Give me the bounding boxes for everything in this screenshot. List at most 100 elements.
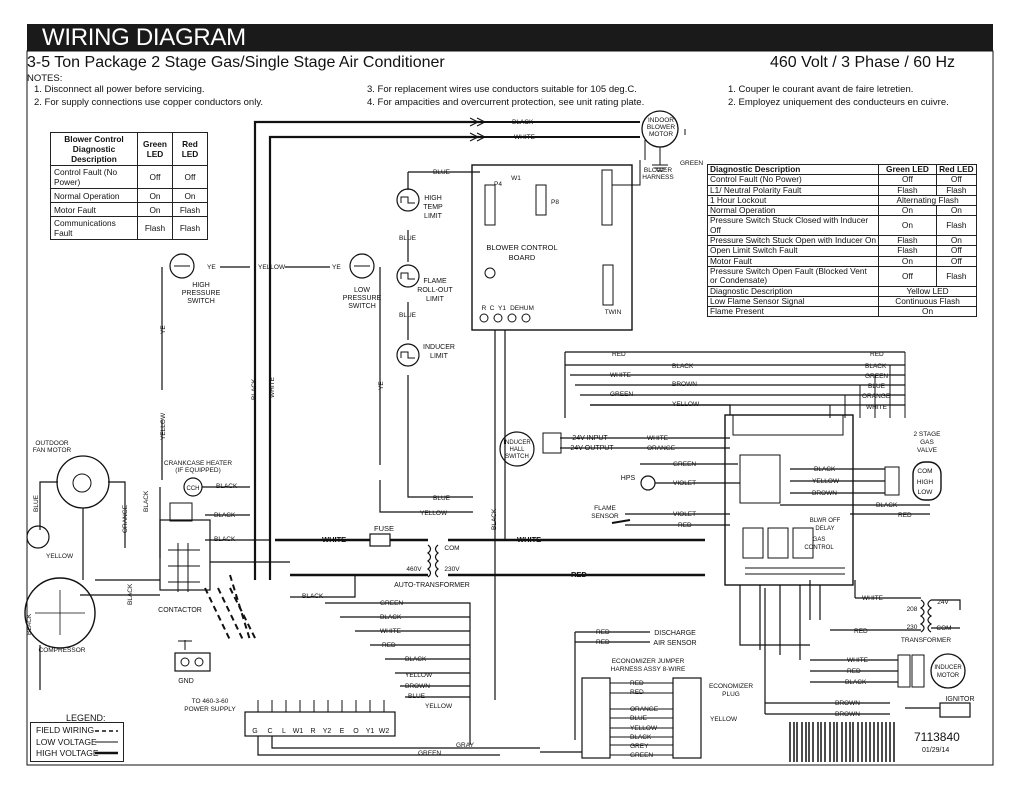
wire-label: YELLOW bbox=[630, 725, 658, 732]
hps-label: HPS bbox=[621, 475, 636, 482]
inducer-hall-switch-symbol bbox=[499, 431, 535, 467]
table-row: Pressure Switch Stuck Open with Inducer … bbox=[706, 235, 978, 247]
wire-label: YELLOW bbox=[812, 478, 840, 485]
wire-label: RED bbox=[596, 639, 610, 646]
label: COM bbox=[917, 468, 932, 475]
inducer-motor-symbol bbox=[930, 653, 966, 689]
wire-label: WHITE bbox=[610, 372, 632, 379]
label: 230 bbox=[907, 624, 918, 631]
contactor-box bbox=[159, 519, 211, 591]
output-24v-label: 24V OUTPUT bbox=[570, 445, 614, 452]
header-bar bbox=[27, 24, 993, 51]
note-fr-2: 2. Employez uniquement des conducteurs e… bbox=[728, 97, 949, 108]
wire-label: GREEN bbox=[610, 391, 633, 398]
note-fr-1: 1. Couper le courant avant de faire letr… bbox=[728, 84, 914, 95]
wire-label: YE bbox=[332, 264, 341, 271]
wire-label: WHITE bbox=[862, 595, 884, 602]
high-pressure-switch-symbol bbox=[169, 253, 195, 279]
wire-label: BLACK bbox=[512, 119, 534, 126]
wire-label: WHITE bbox=[647, 435, 669, 442]
auto-transformer-coil bbox=[427, 544, 439, 578]
wire-label: BLUE bbox=[630, 715, 648, 722]
outdoor-fan-motor-symbol bbox=[56, 455, 110, 509]
gnd-label: GND bbox=[178, 678, 194, 685]
diagnostic-table: Diagnostic Description Green LED Red LED… bbox=[706, 163, 978, 318]
label: SENSOR bbox=[591, 513, 619, 520]
table-cell: Yellow LED bbox=[878, 285, 977, 297]
label: LIMIT bbox=[430, 353, 449, 360]
wire-label: YELLOW bbox=[710, 716, 738, 723]
wire-label: RED bbox=[630, 680, 644, 687]
ground-lug bbox=[174, 652, 211, 672]
wire-label: BLACK bbox=[672, 363, 694, 370]
label: LIMIT bbox=[424, 213, 443, 220]
transformer-label: TRANSFORMER bbox=[901, 637, 952, 644]
table-header: Diagnostic Description bbox=[706, 163, 880, 176]
label: 230V bbox=[444, 566, 460, 573]
economizer-plug-label: ECONOMIZER bbox=[709, 683, 753, 690]
low-pressure-switch-symbol bbox=[349, 253, 375, 279]
note-2: 2. For supply connections use copper con… bbox=[34, 97, 264, 108]
wire-label: BLUE bbox=[33, 494, 40, 512]
wire-label: BLUE bbox=[433, 169, 451, 176]
wire-label: BLACK bbox=[380, 614, 402, 621]
table-cell: Communications Fault bbox=[50, 216, 138, 240]
wire-label: GREY bbox=[630, 743, 649, 750]
wire-label: YE bbox=[378, 381, 385, 390]
wire-label: YELLOW bbox=[160, 412, 167, 440]
wire-label: GREEN bbox=[865, 373, 888, 380]
fuse-symbol bbox=[369, 533, 391, 547]
terminal-label: R bbox=[482, 305, 487, 312]
table-cell: Alternating Flash bbox=[878, 194, 977, 207]
legend-box: FIELD WIRING LOW VOLTAGE HIGH VOLTAGE bbox=[30, 722, 124, 762]
discharge-sensor-label: DISCHARGE bbox=[654, 630, 696, 637]
wire-label: YELLOW bbox=[672, 401, 700, 408]
label: HARNESS bbox=[642, 174, 674, 181]
wire-label: BROWN bbox=[835, 711, 860, 718]
p4-label: P4 bbox=[494, 181, 502, 188]
wire-label: ORANGE bbox=[647, 445, 676, 452]
label: PRESSURE bbox=[182, 290, 221, 297]
wire-label: BLUE bbox=[868, 383, 886, 390]
wire-label: GREEN bbox=[673, 461, 696, 468]
label: 460V bbox=[406, 566, 422, 573]
wire-label: BLACK bbox=[214, 512, 236, 519]
label: (IF EQUIPPED) bbox=[175, 467, 221, 474]
wire-label: YELLOW bbox=[46, 553, 74, 560]
table-cell: On bbox=[878, 306, 977, 318]
legend-title: LEGEND: bbox=[66, 713, 106, 723]
label: ROLL-OUT bbox=[417, 287, 453, 294]
wire-label: WHITE bbox=[847, 657, 869, 664]
wire-label: GREEN bbox=[630, 752, 653, 759]
table-cell: Flash bbox=[935, 184, 978, 196]
label: SWITCH bbox=[505, 454, 529, 460]
wire-label: BROWN bbox=[812, 490, 837, 497]
wire-label: BLUE bbox=[433, 495, 451, 502]
wire-label: WHITE bbox=[380, 628, 402, 635]
auto-transformer-label: AUTO-TRANSFORMER bbox=[394, 582, 470, 589]
table-cell: Pressure Switch Stuck Open with Inducer … bbox=[706, 235, 880, 247]
table-header-row: Diagnostic Description Green LED Red LED bbox=[706, 163, 978, 176]
wire-label: BLACK bbox=[251, 378, 258, 400]
label: LOW bbox=[918, 489, 934, 496]
p8-label: P8 bbox=[551, 199, 559, 206]
thermostat-terminal-strip bbox=[244, 711, 396, 737]
outdoor-fan-motor-label: OUTDOOR bbox=[35, 440, 69, 447]
twin-label: TWIN bbox=[605, 309, 622, 316]
wire-label: BLUE bbox=[399, 235, 417, 242]
wire-label: BLACK bbox=[876, 502, 898, 509]
inducer-limit-label: INDUCER bbox=[423, 344, 455, 351]
table-cell: On bbox=[935, 205, 978, 217]
label: VALVE bbox=[917, 447, 938, 454]
table-cell: Flash bbox=[137, 216, 173, 240]
table-cell: Off bbox=[935, 174, 978, 186]
terminal-label: R bbox=[310, 728, 315, 735]
label: HARNESS ASSY 8-WIRE bbox=[611, 666, 686, 673]
terminal-label: O bbox=[353, 728, 359, 735]
blue-safety-circuit bbox=[407, 171, 480, 498]
